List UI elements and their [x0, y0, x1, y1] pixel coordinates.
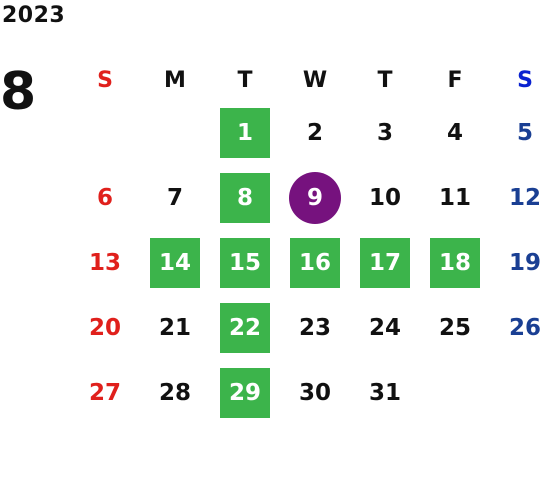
day-cell[interactable]: 26: [490, 295, 548, 360]
highlighted-day: 8: [220, 172, 270, 223]
day-number: 27: [88, 379, 121, 406]
day-cell[interactable]: 30: [280, 360, 350, 425]
day-cell[interactable]: 1: [210, 100, 280, 165]
day-number: 30: [298, 379, 331, 406]
day-cell[interactable]: 18: [420, 230, 490, 295]
day-cell[interactable]: 4: [420, 100, 490, 165]
today-marker: 9: [289, 171, 341, 224]
day-number: 13: [88, 249, 121, 276]
year-label: 2023: [2, 3, 66, 28]
highlighted-day: 15: [220, 237, 270, 288]
day-number: 26: [508, 314, 541, 341]
weekday-label: T: [237, 67, 253, 93]
highlighted-day: 1: [220, 107, 270, 158]
day-cell[interactable]: 23: [280, 295, 350, 360]
day-cell[interactable]: 20: [70, 295, 140, 360]
empty-cell: [140, 100, 210, 165]
day-cell[interactable]: 13: [70, 230, 140, 295]
weekday-header-monday: M: [140, 60, 210, 100]
day-cell[interactable]: 17: [350, 230, 420, 295]
day-cell[interactable]: 31: [350, 360, 420, 425]
day-cell[interactable]: 27: [70, 360, 140, 425]
day-number: 24: [368, 314, 401, 341]
highlighted-day: 16: [290, 237, 340, 288]
day-cell[interactable]: 19: [490, 230, 548, 295]
weekday-label: W: [302, 67, 328, 93]
month-label: 8: [0, 62, 37, 122]
day-cell[interactable]: 15: [210, 230, 280, 295]
weekday-label: T: [377, 67, 393, 93]
weekday-header-saturday: S: [490, 60, 548, 100]
day-cell[interactable]: 8: [210, 165, 280, 230]
day-number: 5: [516, 119, 533, 146]
day-number: 25: [438, 314, 471, 341]
day-number: 28: [158, 379, 191, 406]
day-number: 20: [88, 314, 121, 341]
day-number: 11: [438, 184, 471, 211]
weekday-label: F: [447, 67, 463, 93]
day-number: 6: [96, 184, 113, 211]
day-cell[interactable]: 12: [490, 165, 548, 230]
weekday-header-friday: F: [420, 60, 490, 100]
day-cell[interactable]: 11: [420, 165, 490, 230]
day-cell[interactable]: 14: [140, 230, 210, 295]
weekday-label: S: [517, 67, 533, 93]
day-cell[interactable]: 25: [420, 295, 490, 360]
weekday-label: M: [164, 67, 186, 93]
day-cell[interactable]: 16: [280, 230, 350, 295]
highlighted-day: 17: [360, 237, 410, 288]
day-number: 10: [368, 184, 401, 211]
day-cell[interactable]: 24: [350, 295, 420, 360]
highlighted-day: 29: [220, 367, 270, 418]
day-number: 23: [298, 314, 331, 341]
highlighted-day: 14: [150, 237, 200, 288]
weekday-header-tuesday: T: [210, 60, 280, 100]
empty-cell: [70, 100, 140, 165]
highlighted-day: 18: [430, 237, 480, 288]
day-number: 12: [508, 184, 541, 211]
day-number: 2: [306, 119, 323, 146]
day-number: 19: [508, 249, 541, 276]
day-cell[interactable]: 5: [490, 100, 548, 165]
weekday-label: S: [97, 67, 113, 93]
weekday-header-thursday: T: [350, 60, 420, 100]
day-cell[interactable]: 21: [140, 295, 210, 360]
day-cell[interactable]: 28: [140, 360, 210, 425]
day-cell[interactable]: 7: [140, 165, 210, 230]
weekday-header-sunday: S: [70, 60, 140, 100]
day-cell[interactable]: 29: [210, 360, 280, 425]
day-number: 4: [446, 119, 463, 146]
day-cell[interactable]: 10: [350, 165, 420, 230]
day-cell[interactable]: 6: [70, 165, 140, 230]
day-cell[interactable]: 22: [210, 295, 280, 360]
day-number: 31: [368, 379, 401, 406]
day-cell[interactable]: 9: [280, 165, 350, 230]
day-number: 21: [158, 314, 191, 341]
day-number: 7: [166, 184, 183, 211]
day-cell[interactable]: 2: [280, 100, 350, 165]
weekday-header-wednesday: W: [280, 60, 350, 100]
day-number: 3: [376, 119, 393, 146]
highlighted-day: 22: [220, 302, 270, 353]
day-cell[interactable]: 3: [350, 100, 420, 165]
